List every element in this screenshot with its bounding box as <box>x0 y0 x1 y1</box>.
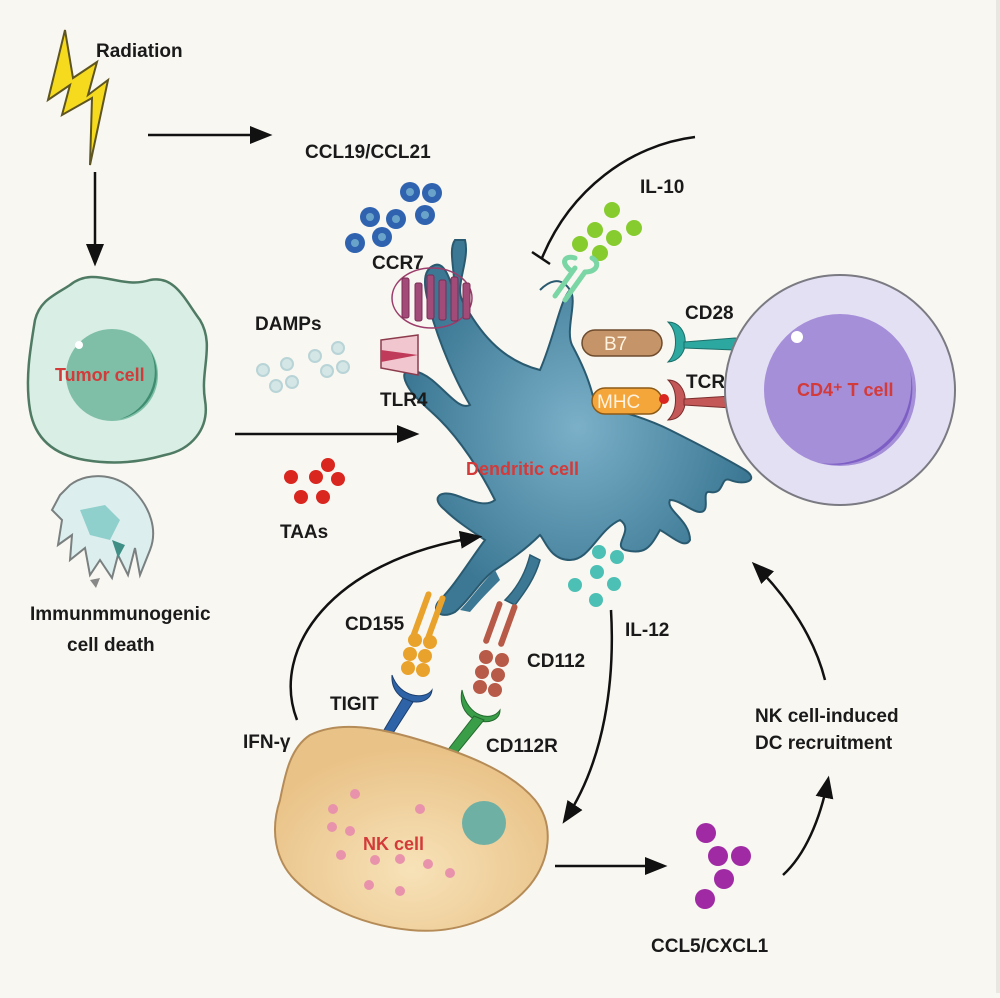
ccl5-cxcl1-molecules <box>695 823 751 909</box>
il10-molecules <box>572 202 642 261</box>
tumor-cell-label: Tumor cell <box>55 365 145 385</box>
tlr4-receptor-icon <box>380 334 419 376</box>
ccl19-ccl21-molecules <box>345 182 442 253</box>
ifn-gamma-label: IFN-γ <box>243 732 291 753</box>
damps-label: DAMPs <box>255 314 322 335</box>
recruitment-label-line2: DC recruitment <box>755 733 893 754</box>
nk-cell: NK cell <box>274 725 549 932</box>
lightning-bolt-icon <box>46 29 110 166</box>
dying-tumor-cell-icon <box>50 475 155 588</box>
ccr7-label: CCR7 <box>372 253 424 274</box>
tumor-cell: Tumor cell <box>26 275 209 464</box>
icd-label-line1: Immunmmunogenic <box>30 604 211 625</box>
nk-cell-label: NK cell <box>363 834 424 854</box>
il12-molecules <box>568 545 624 607</box>
cd112-label: CD112 <box>527 651 585 672</box>
b7-cd28-pair: B7 <box>581 321 741 363</box>
dendritic-cell-label: Dendritic cell <box>466 459 579 479</box>
recruitment-label-line1: NK cell-induced <box>755 706 899 727</box>
arrow-ccl5-to-recruitment <box>782 775 834 876</box>
cd4-t-cell-label: CD4⁺ T cell <box>797 380 894 400</box>
taas-molecules <box>284 458 345 504</box>
tcr-label: TCR <box>686 372 725 393</box>
ccl5-cxcl1-label: CCL5/CXCL1 <box>651 936 769 957</box>
radiation-label: Radiation <box>96 41 183 62</box>
damps-molecules <box>256 341 350 393</box>
il10-inhibition-arc <box>540 135 696 259</box>
cd112-ligand-icon <box>473 601 518 697</box>
image-border <box>996 0 1000 993</box>
cd28-label: CD28 <box>685 303 734 324</box>
il10-label: IL-10 <box>640 177 684 198</box>
ccr7-receptor-icon <box>391 267 473 329</box>
taas-label: TAAs <box>280 522 328 543</box>
cd4-t-cell: CD4⁺ T cell <box>724 274 956 506</box>
arrow-recruitment-to-dc <box>751 561 827 681</box>
ifn-gamma-arrow <box>289 530 483 721</box>
ccl19-ccl21-label: CCL19/CCL21 <box>305 142 431 163</box>
mhc-label: MHC <box>597 392 640 413</box>
cd112r-label: CD112R <box>486 736 558 757</box>
cd155-ligand-icon <box>401 591 446 677</box>
dendritic-cell <box>403 239 753 616</box>
icd-label-line2: cell death <box>67 635 155 656</box>
il12-arrow <box>562 609 614 824</box>
il10-receptor-icon <box>552 254 600 303</box>
b7-label: B7 <box>604 334 627 355</box>
cd155-label: CD155 <box>345 614 405 635</box>
tlr4-label: TLR4 <box>380 390 428 411</box>
il12-label: IL-12 <box>625 620 669 641</box>
tigit-label: TIGIT <box>330 694 379 715</box>
inhibition-bar <box>531 250 551 266</box>
